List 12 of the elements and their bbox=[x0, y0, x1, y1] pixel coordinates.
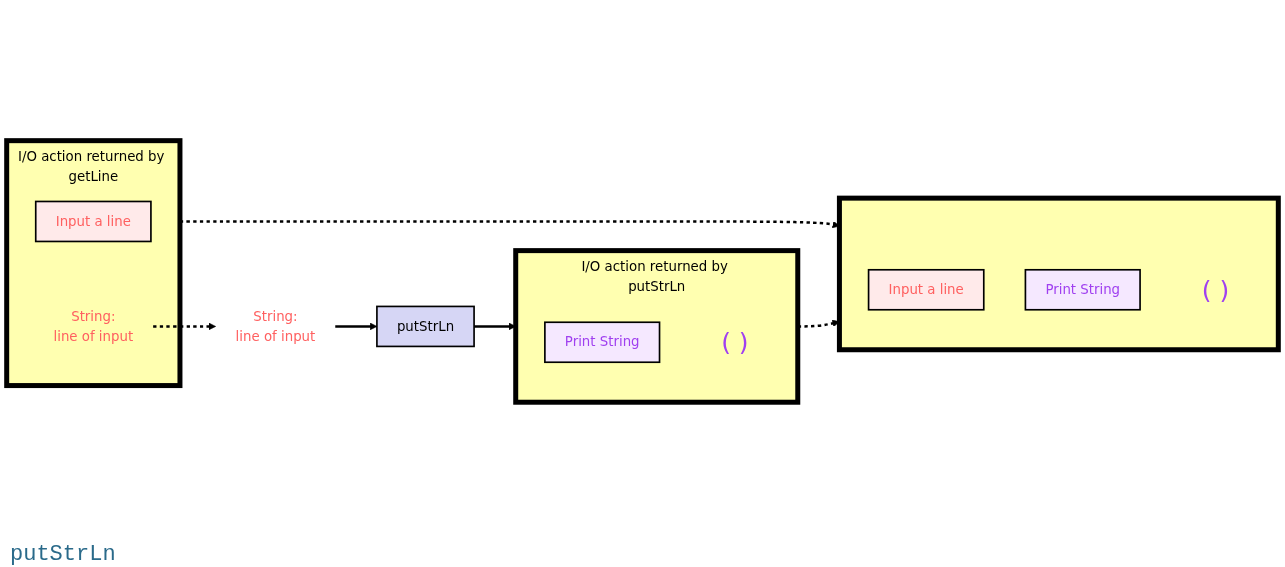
node-box: Print String bbox=[544, 320, 661, 363]
arrow bbox=[153, 322, 216, 330]
node-text: String: line of input bbox=[53, 307, 134, 344]
node-box: Print String bbox=[1024, 268, 1141, 311]
node-box: Input a line bbox=[867, 268, 985, 311]
node-text: ( ) bbox=[721, 327, 749, 357]
node-box: putStrLn bbox=[376, 305, 475, 347]
cluster bbox=[836, 195, 1281, 352]
node-box: Input a line bbox=[34, 200, 152, 242]
node-text: ( ) bbox=[1201, 274, 1230, 304]
code-label: putStrLn bbox=[10, 542, 116, 567]
node-text: String: line of input bbox=[235, 307, 316, 344]
